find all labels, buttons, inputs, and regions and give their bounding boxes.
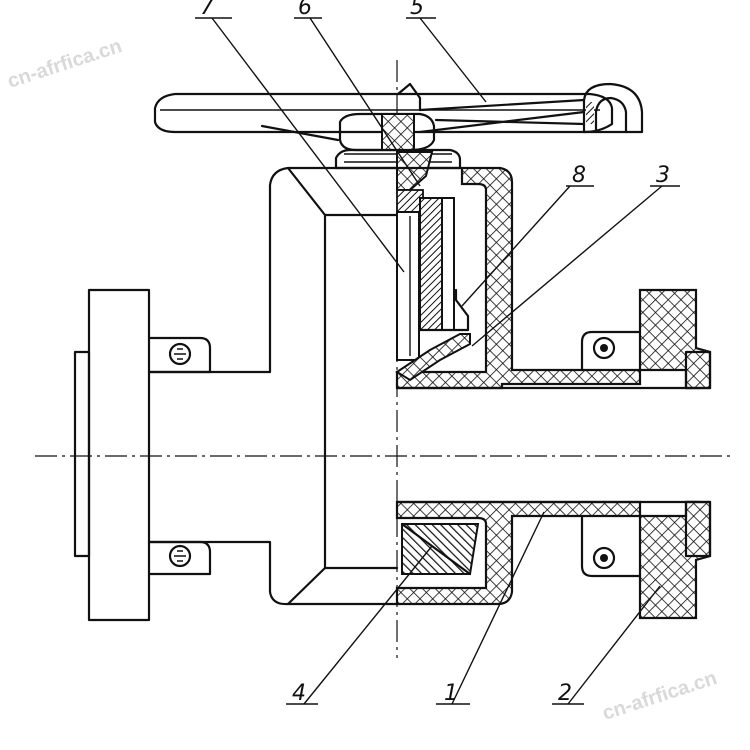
callout-3: 3 [656, 163, 670, 188]
handwheel [153, 82, 644, 152]
callout-labels: 7 6 5 8 3 4 1 2 [200, 0, 670, 706]
leader-lines [195, 17, 680, 705]
watermark-bottom-right: cn-afrfica.cn [600, 667, 720, 725]
stem-assembly [334, 148, 470, 361]
valve-body-right-lined [395, 166, 702, 606]
watermark-top-left: cn-afrfica.cn [5, 35, 125, 93]
callout-7: 7 [200, 0, 214, 20]
left-flange [73, 288, 212, 622]
valve-body-left [147, 166, 399, 606]
gate-wedge [400, 522, 480, 576]
callout-4: 4 [292, 681, 306, 706]
callout-8: 8 [572, 163, 586, 188]
callout-2: 2 [558, 681, 572, 706]
callout-1: 1 [444, 681, 458, 706]
callout-6: 6 [298, 0, 312, 20]
right-flange [580, 288, 712, 620]
callout-5: 5 [410, 0, 424, 20]
